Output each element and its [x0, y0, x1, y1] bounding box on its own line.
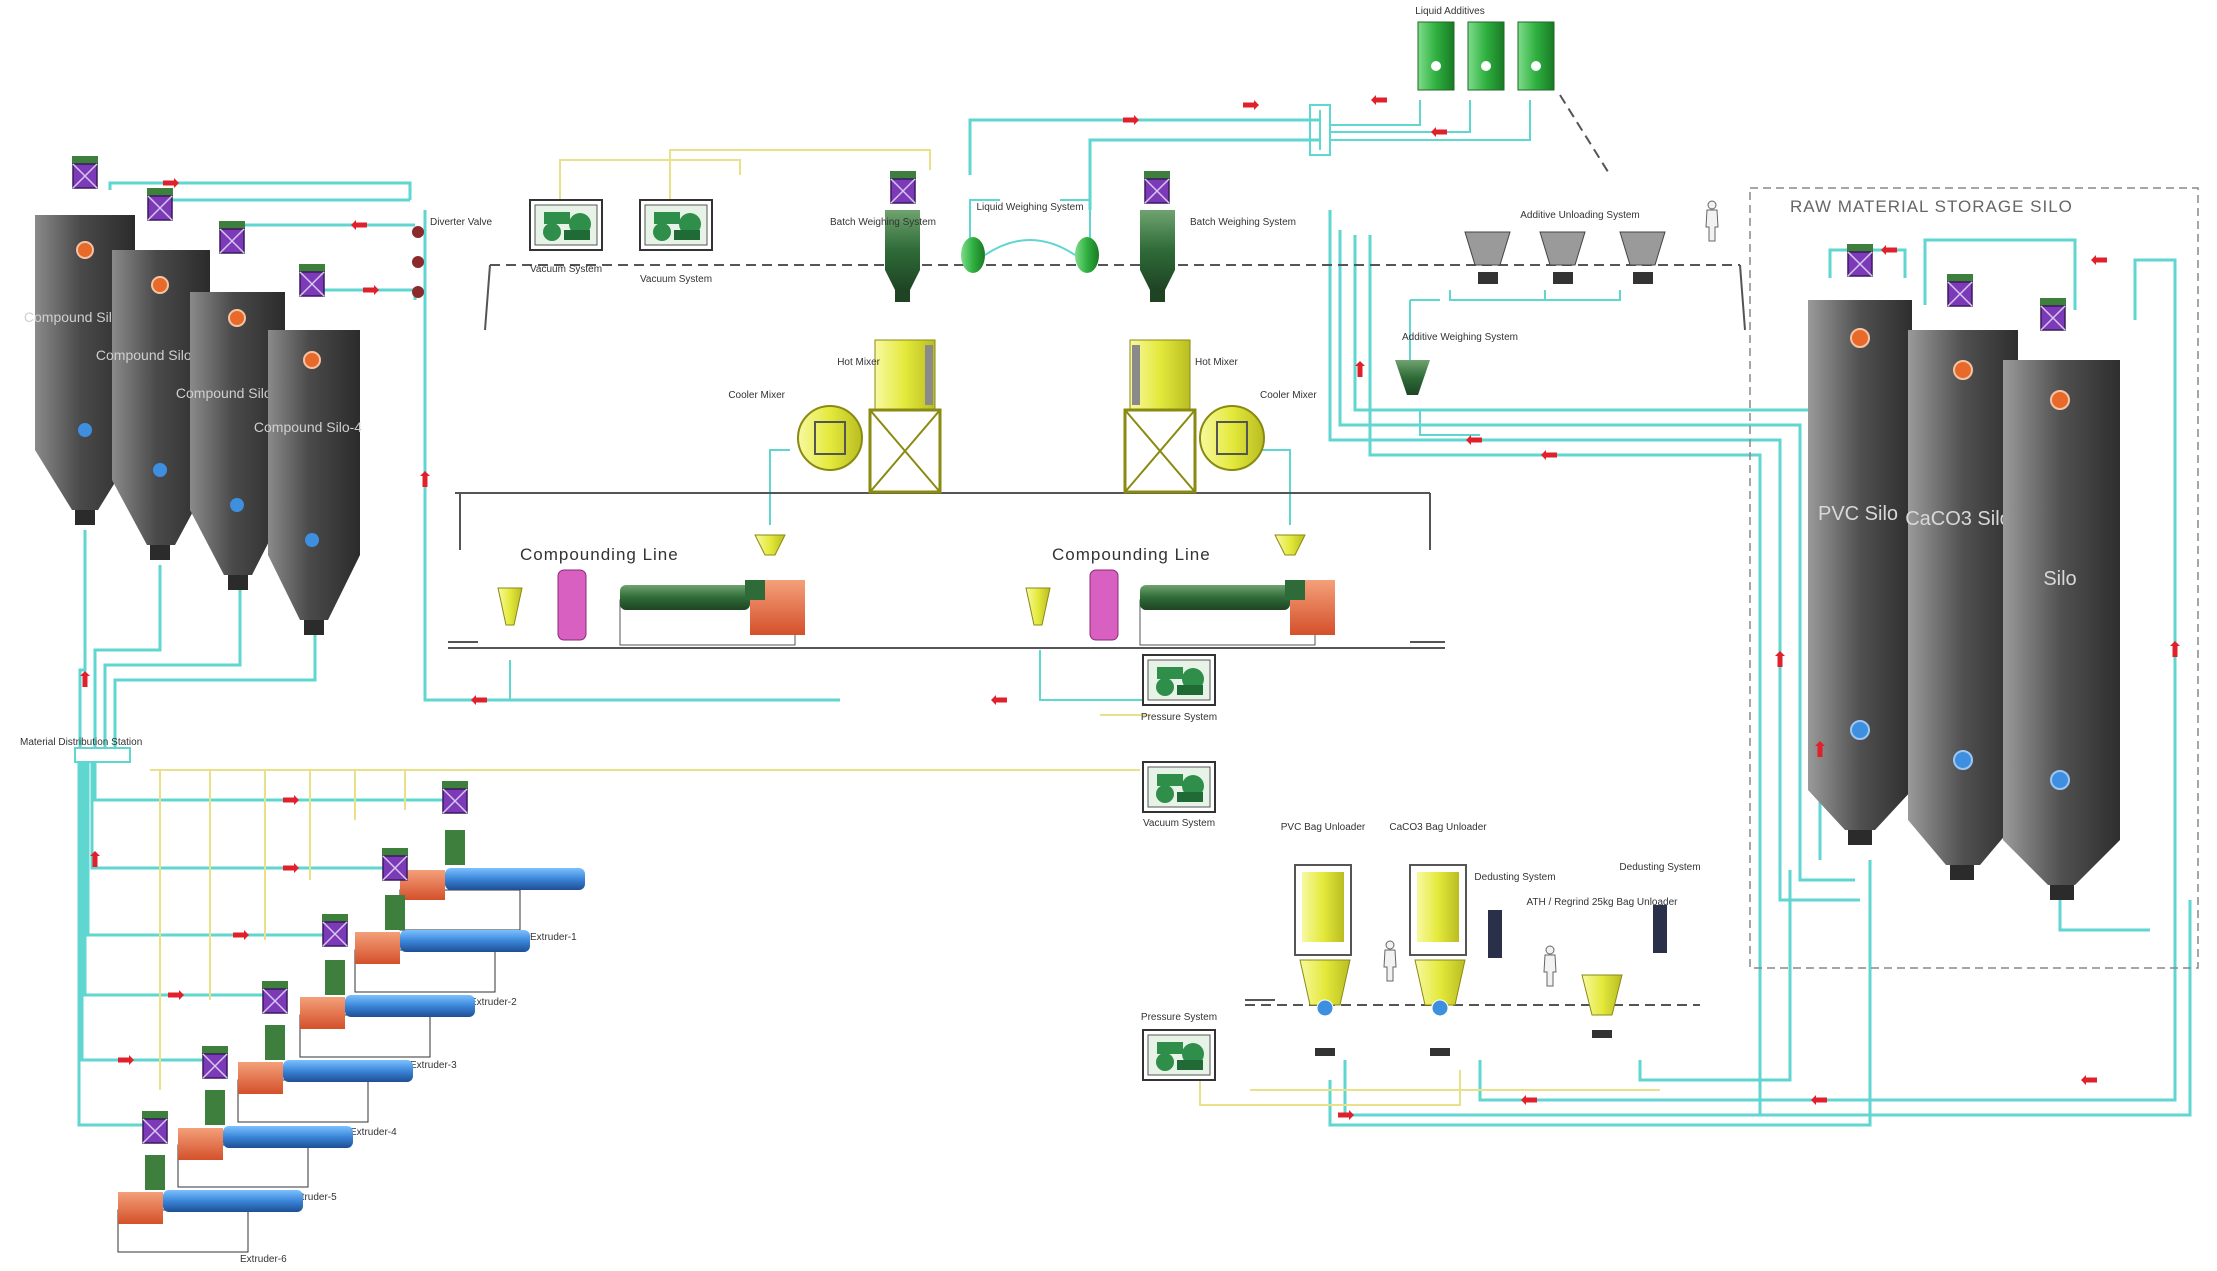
- additive-weighing-system: Additive Weighing System: [1395, 332, 1518, 395]
- vacuum-system-1-label: Vacuum System: [530, 264, 602, 275]
- compound-silo-2-label: Compound Silo-2: [96, 347, 204, 363]
- storage-silo-caco3-label: CaCO3 Silo: [1905, 508, 2011, 530]
- compound-silo-1-label: Compound Silo-1: [24, 309, 132, 325]
- extruder-5-label: Extruder-5: [290, 1192, 337, 1203]
- vacuum-system-middle: Vacuum System: [1142, 761, 1216, 829]
- storage-silo-caco3: CaCO3 Silo: [1905, 273, 2018, 880]
- pvc-bag-unloader-label: PVC Bag Unloader: [1281, 822, 1366, 833]
- cooler-mixer-right: Cooler Mixer: [1199, 390, 1317, 471]
- material-distribution-station-label: Material Distribution Station: [20, 737, 142, 748]
- ath-bag-unloader: ATH / Regrind 25kg Bag Unloader: [1526, 897, 1678, 1038]
- storage-silo-pvc-label: PVC Silo: [1818, 503, 1898, 525]
- storage-silo-3: Silo: [2003, 297, 2120, 900]
- extruder-4: Extruder-4: [237, 980, 413, 1138]
- extruders: Extruder-1 Extruder-2 Extruder-3 Extrude…: [117, 780, 585, 1265]
- batch-weighing-left-label: Batch Weighing System: [830, 217, 936, 228]
- compound-silo-4: Compound Silo-4: [254, 263, 362, 635]
- liquid-additives-label: Liquid Additives: [1415, 6, 1485, 17]
- caco3-bag-unloader-label: CaCO3 Bag Unloader: [1389, 822, 1487, 833]
- cooler-mixer-left-label: Cooler Mixer: [728, 390, 785, 401]
- vacuum-system-middle-label: Vacuum System: [1143, 818, 1215, 829]
- pressure-system-bottom: Pressure System: [1141, 1012, 1217, 1081]
- caco3-bag-unloader: CaCO3 Bag Unloader: [1383, 822, 1487, 1056]
- hot-mixer-left-label: Hot Mixer: [837, 357, 880, 368]
- batch-weighing-system-right: Batch Weighing System: [1140, 170, 1296, 302]
- dedusting-system-2: Dedusting System: [1619, 862, 1701, 953]
- compound-silo-2: Compound Silo-2: [96, 187, 210, 560]
- platforms: [448, 264, 1746, 1006]
- compounding-line-right-label: Compounding Line: [1052, 545, 1211, 564]
- pressure-system-bottom-label: Pressure System: [1141, 1012, 1217, 1023]
- cooler-mixer-right-label: Cooler Mixer: [1260, 390, 1317, 401]
- diverter-valve-label: Diverter Valve: [430, 217, 492, 228]
- dedusting-system-1-label: Dedusting System: [1474, 872, 1555, 883]
- compounding-line-right: Compounding Line: [1025, 534, 1335, 646]
- hot-mixer-right-label: Hot Mixer: [1195, 357, 1238, 368]
- extruder-6: Extruder-6: [117, 1110, 303, 1265]
- compound-silo-1: Compound Silo-1: [24, 155, 135, 525]
- raw-material-storage-title: RAW MATERIAL STORAGE SILO: [1790, 197, 2073, 216]
- pressure-system-middle: Pressure System: [1141, 654, 1217, 723]
- extruder-2: Extruder-2: [354, 847, 530, 1008]
- liquid-weighing-system: Liquid Weighing System: [961, 202, 1099, 273]
- ath-bag-unloader-label: ATH / Regrind 25kg Bag Unloader: [1526, 897, 1678, 908]
- hot-mixer-left: Hot Mixer: [837, 339, 942, 494]
- vacuum-system-1: Vacuum System: [529, 199, 603, 275]
- liquid-additives: Liquid Additives: [1415, 6, 1611, 176]
- pressure-system-middle-label: Pressure System: [1141, 712, 1217, 723]
- extruder-1: Extruder-1: [399, 780, 585, 943]
- storage-silo-pvc: PVC Silo: [1808, 243, 1912, 845]
- pvc-bag-unloader: PVC Bag Unloader: [1281, 822, 1366, 1056]
- extruder-1-label: Extruder-1: [530, 932, 577, 943]
- cooler-mixer-left: Cooler Mixer: [728, 390, 863, 471]
- extruder-2-label: Extruder-2: [470, 997, 517, 1008]
- extruder-3-label: Extruder-3: [410, 1060, 457, 1071]
- extruder-4-label: Extruder-4: [350, 1127, 397, 1138]
- compound-silo-3-label: Compound Silo-3: [176, 385, 284, 401]
- dedusting-system-2-label: Dedusting System: [1619, 862, 1700, 873]
- raw-material-storage-area: RAW MATERIAL STORAGE SILO: [1749, 187, 2199, 969]
- diverter-valves: Diverter Valve: [412, 217, 492, 298]
- extruder-6-label: Extruder-6: [240, 1254, 287, 1265]
- extruder-3: Extruder-3: [299, 913, 475, 1071]
- extruder-5: Extruder-5: [177, 1045, 353, 1203]
- batch-weighing-right-label: Batch Weighing System: [1190, 217, 1296, 228]
- storage-silo-3-label: Silo: [2043, 568, 2076, 590]
- compounding-line-left-label: Compounding Line: [520, 545, 679, 564]
- additive-unloading-label: Additive Unloading System: [1520, 210, 1640, 221]
- hot-mixer-right: Hot Mixer: [1123, 339, 1238, 494]
- vacuum-system-2: Vacuum System: [639, 199, 713, 285]
- batch-weighing-system-left: Batch Weighing System: [830, 170, 936, 302]
- liquid-weighing-label: Liquid Weighing System: [976, 202, 1083, 213]
- additive-unloading-system: Additive Unloading System: [1464, 200, 1719, 284]
- compound-silo-4-label: Compound Silo-4: [254, 419, 362, 435]
- compounding-line-left: Compounding Line: [497, 534, 805, 646]
- additive-weighing-label: Additive Weighing System: [1402, 332, 1518, 343]
- dedusting-system-1: Dedusting System: [1474, 872, 1556, 958]
- compound-silo-3: Compound Silo-3: [176, 220, 285, 590]
- vacuum-system-2-label: Vacuum System: [640, 274, 712, 285]
